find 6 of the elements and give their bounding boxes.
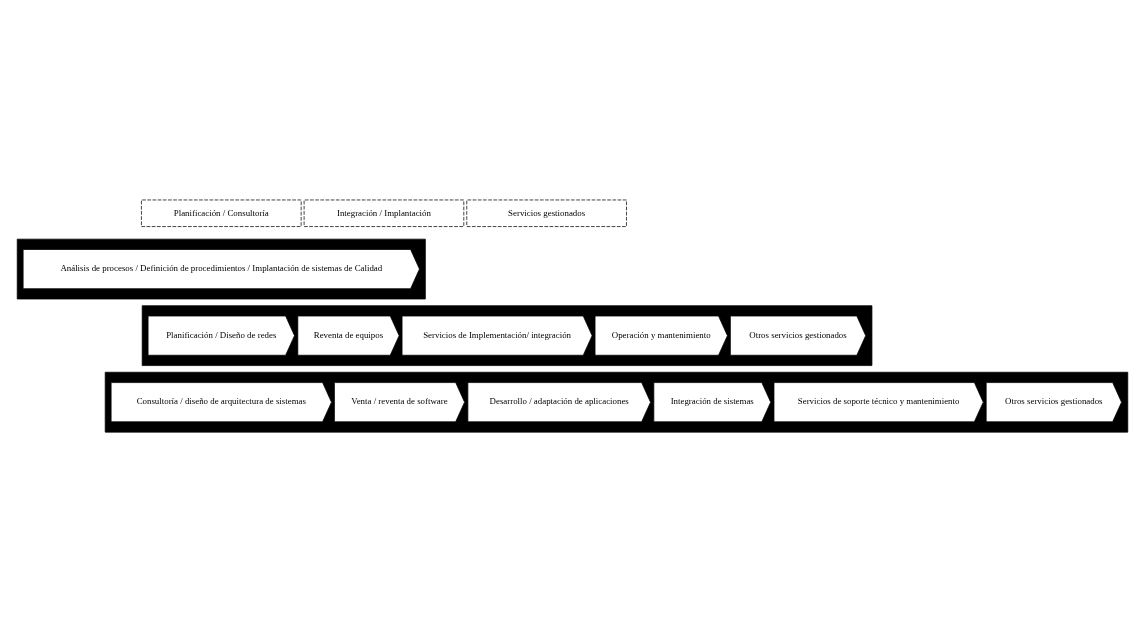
- cluster: [104, 371, 1129, 432]
- node-box: Servicios gestionados: [466, 199, 627, 227]
- cluster: [16, 238, 426, 299]
- node-box: Integración / Implantación: [303, 199, 465, 227]
- cluster: [141, 304, 873, 366]
- node-box: Planificación / Consultoría: [141, 199, 302, 227]
